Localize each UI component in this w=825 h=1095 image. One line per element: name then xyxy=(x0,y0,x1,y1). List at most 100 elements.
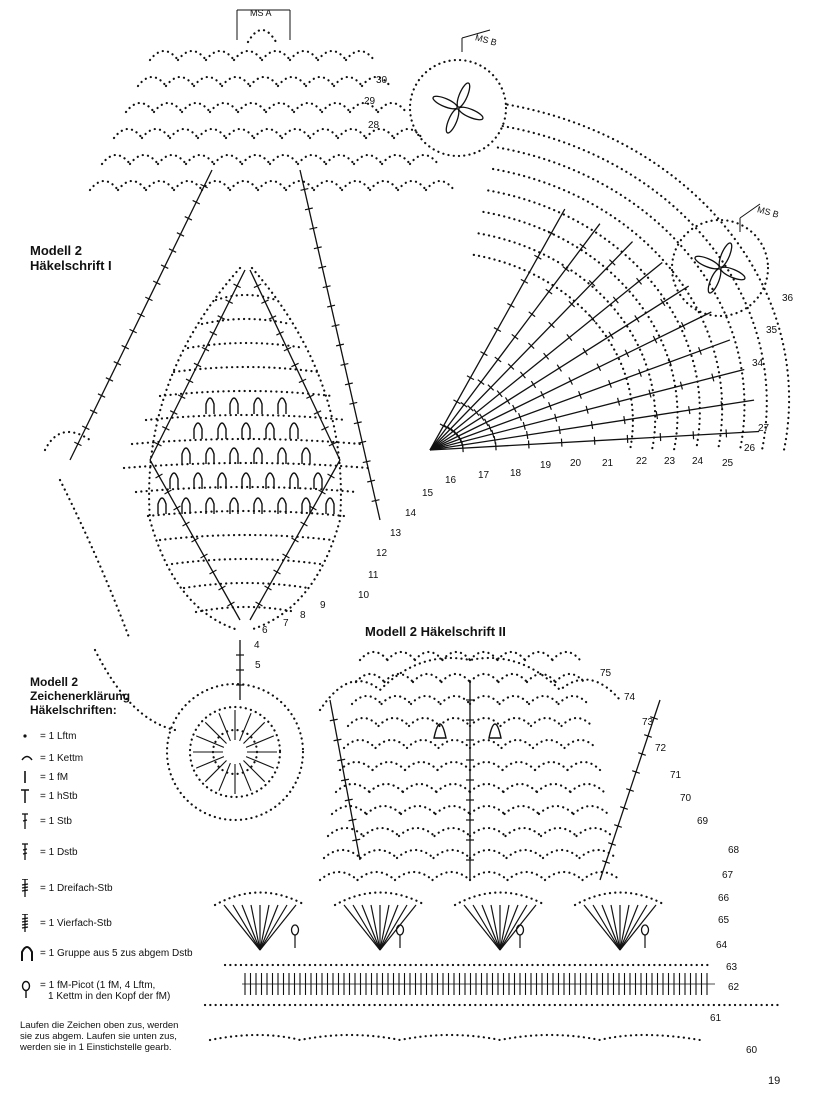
fan-stitch xyxy=(499,904,528,951)
scallop-arc xyxy=(176,49,208,62)
pineapple2-arc xyxy=(409,694,442,706)
fan-arc xyxy=(453,891,547,907)
pineapple2-arc xyxy=(581,870,622,882)
legend-text-vierfach: = 1 Vierfach-Stb xyxy=(40,917,112,929)
fan-stitch xyxy=(499,904,519,951)
legend-title-line3: Häkelschriften: xyxy=(30,703,117,717)
stitch-tick xyxy=(200,183,208,189)
stitch-tick xyxy=(624,349,630,358)
ms-b-bracket xyxy=(739,203,761,219)
stitch-tick xyxy=(184,216,193,221)
pineapple2-arc xyxy=(356,870,397,882)
legend-text-lftm: = 1 Lftm xyxy=(40,730,77,742)
stitch-tick xyxy=(121,344,130,350)
stitch-tick xyxy=(527,342,535,350)
cluster-mark xyxy=(157,497,167,514)
stitch-tick xyxy=(283,346,292,352)
scallop-arc xyxy=(280,127,312,140)
row-number: 70 xyxy=(680,793,692,804)
stitch-tick xyxy=(191,537,199,543)
pineapple2-arc xyxy=(468,672,500,684)
pineapple-row xyxy=(170,557,322,566)
stitch-tick xyxy=(344,798,353,802)
picot-mark xyxy=(395,924,405,936)
stitch-tick xyxy=(623,416,626,425)
pineapple2-arc xyxy=(504,826,543,838)
pineapple-row xyxy=(130,437,362,446)
stitch-tick xyxy=(169,410,178,415)
row-number: 17 xyxy=(478,470,490,481)
row-number: 25 xyxy=(722,458,734,469)
row-number: 7 xyxy=(283,618,289,629)
pineapple2-arc xyxy=(326,826,365,838)
pineapple2-arc xyxy=(334,782,371,794)
fan-arc xyxy=(213,891,307,907)
side-rail xyxy=(93,648,177,732)
pineapple2-arc xyxy=(506,870,547,882)
motif-b-top-ring xyxy=(408,58,508,158)
stitch-tick xyxy=(460,401,468,408)
pineapple2-arc xyxy=(374,738,409,750)
scallop-arc xyxy=(284,179,316,192)
pineapple2-arc xyxy=(436,760,472,772)
pineapple2-arc xyxy=(468,870,509,882)
row-number: 20 xyxy=(570,458,582,469)
fan-stitch xyxy=(223,904,261,951)
pineapple2-arc xyxy=(380,694,413,706)
page-number: 19 xyxy=(768,1075,781,1087)
stitch-tick xyxy=(362,460,371,464)
pineapple2-arc xyxy=(468,738,503,750)
fan-round xyxy=(491,167,724,452)
cluster-mark xyxy=(241,472,251,489)
stitch-tick xyxy=(313,246,322,250)
pineapple2-arc xyxy=(401,782,438,794)
cluster-mark xyxy=(217,422,227,439)
picot-mark xyxy=(515,924,525,936)
pineapple2-arc xyxy=(537,804,575,816)
fan-stitch xyxy=(379,904,399,951)
pineapple2-arc xyxy=(541,848,581,860)
stitch-tick xyxy=(496,390,503,398)
stitch-tick xyxy=(291,362,299,368)
cluster-mark xyxy=(301,497,311,514)
pineapple-row xyxy=(172,365,320,374)
stitch-tick xyxy=(227,601,235,607)
row-number: 12 xyxy=(376,548,388,559)
legend-item-picot: = 1 fM-Picot (1 fM, 4 Lftm, 1 Kettm in d… xyxy=(20,980,170,1002)
scallop-arc xyxy=(212,153,244,166)
stitch-tick xyxy=(578,391,582,399)
legend-text-stb: = 1 Stb xyxy=(40,815,72,827)
pineapple2-arc xyxy=(529,716,563,728)
stitch-tick xyxy=(650,716,658,720)
stitch-tick xyxy=(479,413,485,421)
scallop-arc xyxy=(364,127,396,140)
scallop-arc xyxy=(236,101,268,114)
pineapple2-arc xyxy=(575,826,614,838)
medallion-spoke xyxy=(243,721,266,744)
note-line3: werden sie in 1 Einstichstelle gearb. xyxy=(20,1042,172,1053)
pineapple-row xyxy=(122,461,370,470)
pineapple2-arc xyxy=(496,650,527,662)
stitch-tick xyxy=(494,356,502,363)
cluster-mark xyxy=(229,447,239,464)
pineapple2-arc xyxy=(441,650,472,662)
pineapple2-arc xyxy=(557,694,590,706)
stitch-tick xyxy=(331,324,340,328)
stitch-tick xyxy=(318,265,327,269)
legend-item-vierfach: = 1 Vierfach-Stb xyxy=(20,914,112,932)
treble-crochet-icon xyxy=(22,843,28,860)
stitch-tick xyxy=(367,479,376,483)
picot-mark xyxy=(290,924,300,936)
scallop-arc xyxy=(324,153,356,166)
cluster-mark xyxy=(488,723,502,739)
pineapple2-arc xyxy=(359,848,399,860)
pineapple2-arc xyxy=(525,672,557,684)
cluster-mark xyxy=(253,397,263,414)
medallion-spoke xyxy=(218,762,231,792)
quad-treble-icon xyxy=(21,914,29,932)
fan-round xyxy=(501,124,768,452)
pineapple2-arc xyxy=(386,650,417,662)
motif-b-top-petal xyxy=(456,82,471,108)
pineapple2-arc xyxy=(554,672,586,684)
scallop-arc xyxy=(292,101,324,114)
